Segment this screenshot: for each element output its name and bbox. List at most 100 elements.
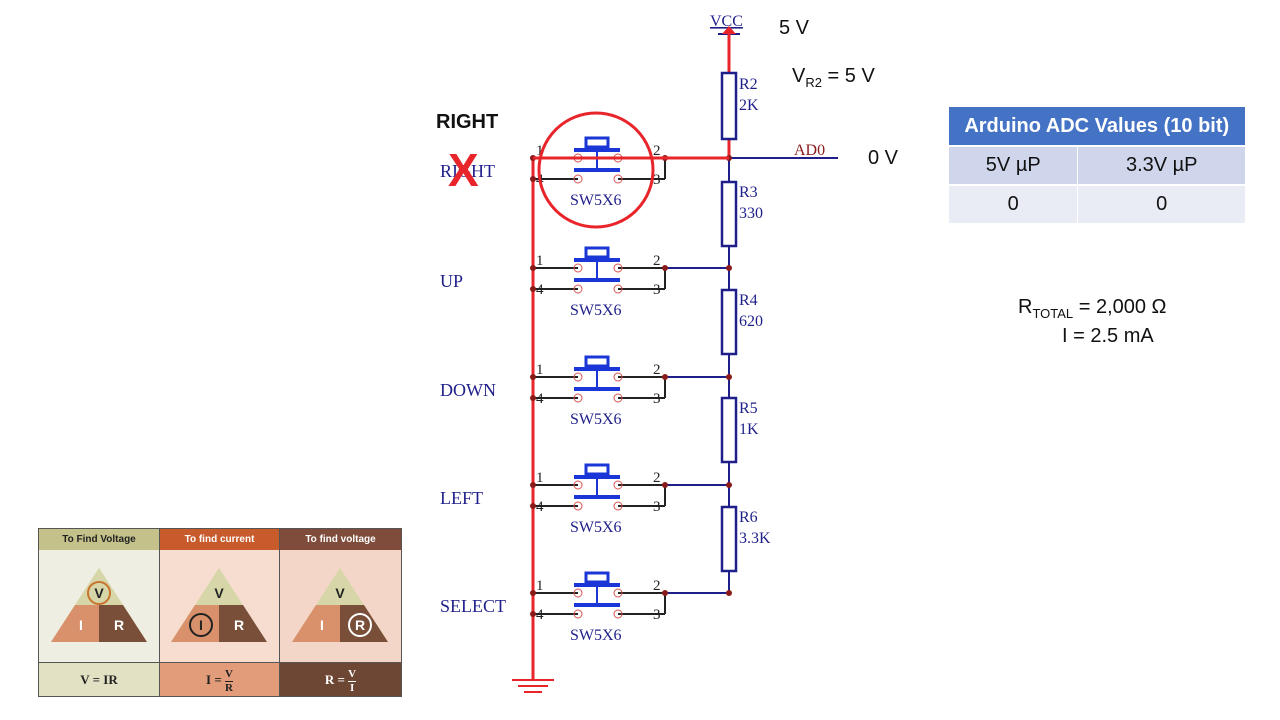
ohm-formula-resistance-den: I (350, 681, 355, 694)
ohm-formula-voltage: V = IR (39, 662, 159, 696)
resistor-r4-name: R4 (739, 292, 758, 309)
resistor-r5-value: 1K (739, 421, 759, 438)
adc-col-3v3: 3.3V µP (1077, 145, 1245, 185)
ohm-tri1-v: V (94, 585, 104, 601)
pin-number: 1 (536, 362, 544, 378)
junction-dot (530, 374, 536, 380)
rtotal-symbol: R (1018, 296, 1033, 318)
vr2-subscript: R2 (805, 75, 822, 90)
ohm-formula-resistance-fraction: V I (348, 667, 357, 695)
junction-dot (530, 590, 536, 596)
junction-dot (530, 611, 536, 617)
pin-number: 1 (536, 253, 544, 269)
vr2-symbol: V (792, 65, 806, 87)
pin-number: 2 (653, 143, 661, 159)
resistor-r2 (720, 71, 738, 141)
resistor-r6-name: R6 (739, 509, 758, 526)
rtotal-value: = 2,000 Ω (1073, 296, 1167, 318)
resistor-r6-value: 3.3K (739, 530, 771, 547)
adc-value-5v: 0 (947, 184, 1078, 223)
switch-part-label-select: SW5X6 (570, 627, 622, 644)
junction-dot (662, 265, 668, 271)
ohm-tri1-i: I (79, 617, 83, 633)
ohm-tri3-i: I (320, 617, 324, 633)
pin-number: 4 (536, 282, 544, 298)
ohm-tri2-r: R (234, 617, 244, 633)
pin-number: 4 (536, 391, 544, 407)
pin-number: 1 (536, 578, 544, 594)
junction-dot (530, 503, 536, 509)
switch-part-label-right: SW5X6 (570, 192, 622, 209)
adc-table-title: Arduino ADC Values (10 bit) (948, 107, 1245, 146)
ohm-tri1-r: R (114, 617, 124, 633)
ohm-formula-resistance-num: V (348, 667, 357, 682)
pressed-switch-circle (537, 111, 655, 229)
junction-dot (530, 482, 536, 488)
resistor-r3-name: R3 (739, 184, 758, 201)
ohm-tri2-i: I (199, 617, 203, 633)
resistor-r3 (720, 180, 738, 248)
pin-number: 1 (536, 143, 544, 159)
adc-col-5v: 5V µP (947, 145, 1078, 185)
junction-dot (726, 482, 732, 488)
resistor-r4-value: 620 (739, 313, 763, 330)
junction-dot (662, 482, 668, 488)
ohms-law-card: To Find Voltage V I R V = IR To find cur… (38, 528, 402, 697)
ohm-header-current: To find current (160, 529, 279, 550)
junction-dot (662, 374, 668, 380)
ohm-col-voltage: To Find Voltage V I R V = IR (39, 529, 160, 696)
pin-number: 4 (536, 607, 544, 623)
ad0-label: AD0 (794, 142, 825, 159)
junction-dot (726, 374, 732, 380)
button-label-down: DOWN (440, 380, 496, 400)
junction-dot (530, 176, 536, 182)
current-label: I = 2.5 mA (1062, 325, 1154, 347)
vr2-label: VR2 = 5 V (792, 65, 875, 90)
ohm-triangle-current: V I R (171, 568, 267, 642)
pin-number: 4 (536, 499, 544, 515)
ohm-tri3-r: R (355, 617, 365, 633)
switch-part-label-left: SW5X6 (570, 519, 622, 536)
ground-symbol (512, 679, 554, 693)
resistor-r5 (720, 396, 738, 464)
junction-dot (726, 590, 732, 596)
vcc-label: VCC (710, 13, 743, 30)
switch-part-label-up: SW5X6 (570, 302, 622, 319)
adc-value-3v3: 0 (1077, 184, 1245, 223)
pin-number: 3 (653, 172, 661, 188)
button-label-up: UP (440, 271, 463, 291)
resistor-r6 (720, 505, 738, 573)
pin-number: 1 (536, 470, 544, 486)
junction-dot (530, 286, 536, 292)
resistor-r2-name: R2 (739, 76, 758, 93)
junction-dot (726, 265, 732, 271)
resistor-r4 (720, 288, 738, 356)
rtotal-subscript: TOTAL (1032, 306, 1074, 321)
pin-number: 2 (653, 470, 661, 486)
junction-dot (662, 590, 668, 596)
ohm-tri3-v: V (335, 585, 345, 601)
ad0-voltage-label: 0 V (868, 147, 899, 169)
switch-part-label-down: SW5X6 (570, 411, 622, 428)
junction-dot (530, 265, 536, 271)
pressed-button-title: RIGHT (436, 111, 499, 133)
ohm-formula-current: I = V R (160, 662, 279, 696)
ohm-formula-current-num: V (225, 667, 233, 682)
ohm-header-voltage: To Find Voltage (39, 529, 159, 550)
ohm-col-current: To find current V I R I = V R (160, 529, 280, 696)
ohm-formula-resistance: R = V I (280, 662, 401, 696)
ohm-formula-resistance-lhs: R = (324, 672, 345, 687)
pin-number: 2 (653, 253, 661, 269)
ohm-col-resistance: To find voltage V I R R = V I (280, 529, 401, 696)
pin-number: 3 (653, 391, 661, 407)
button-label-select: SELECT (440, 596, 506, 616)
ohm-formula-current-lhs: I = (206, 672, 222, 687)
ohm-triangle-voltage: V I R (51, 568, 147, 642)
pressed-cross-mark: X (448, 144, 479, 196)
pin-number: 2 (653, 578, 661, 594)
ohm-formula-current-fraction: V R (225, 668, 233, 695)
adc-values-table: Arduino ADC Values (10 bit) 5V µP 3.3V µ… (947, 107, 1245, 223)
